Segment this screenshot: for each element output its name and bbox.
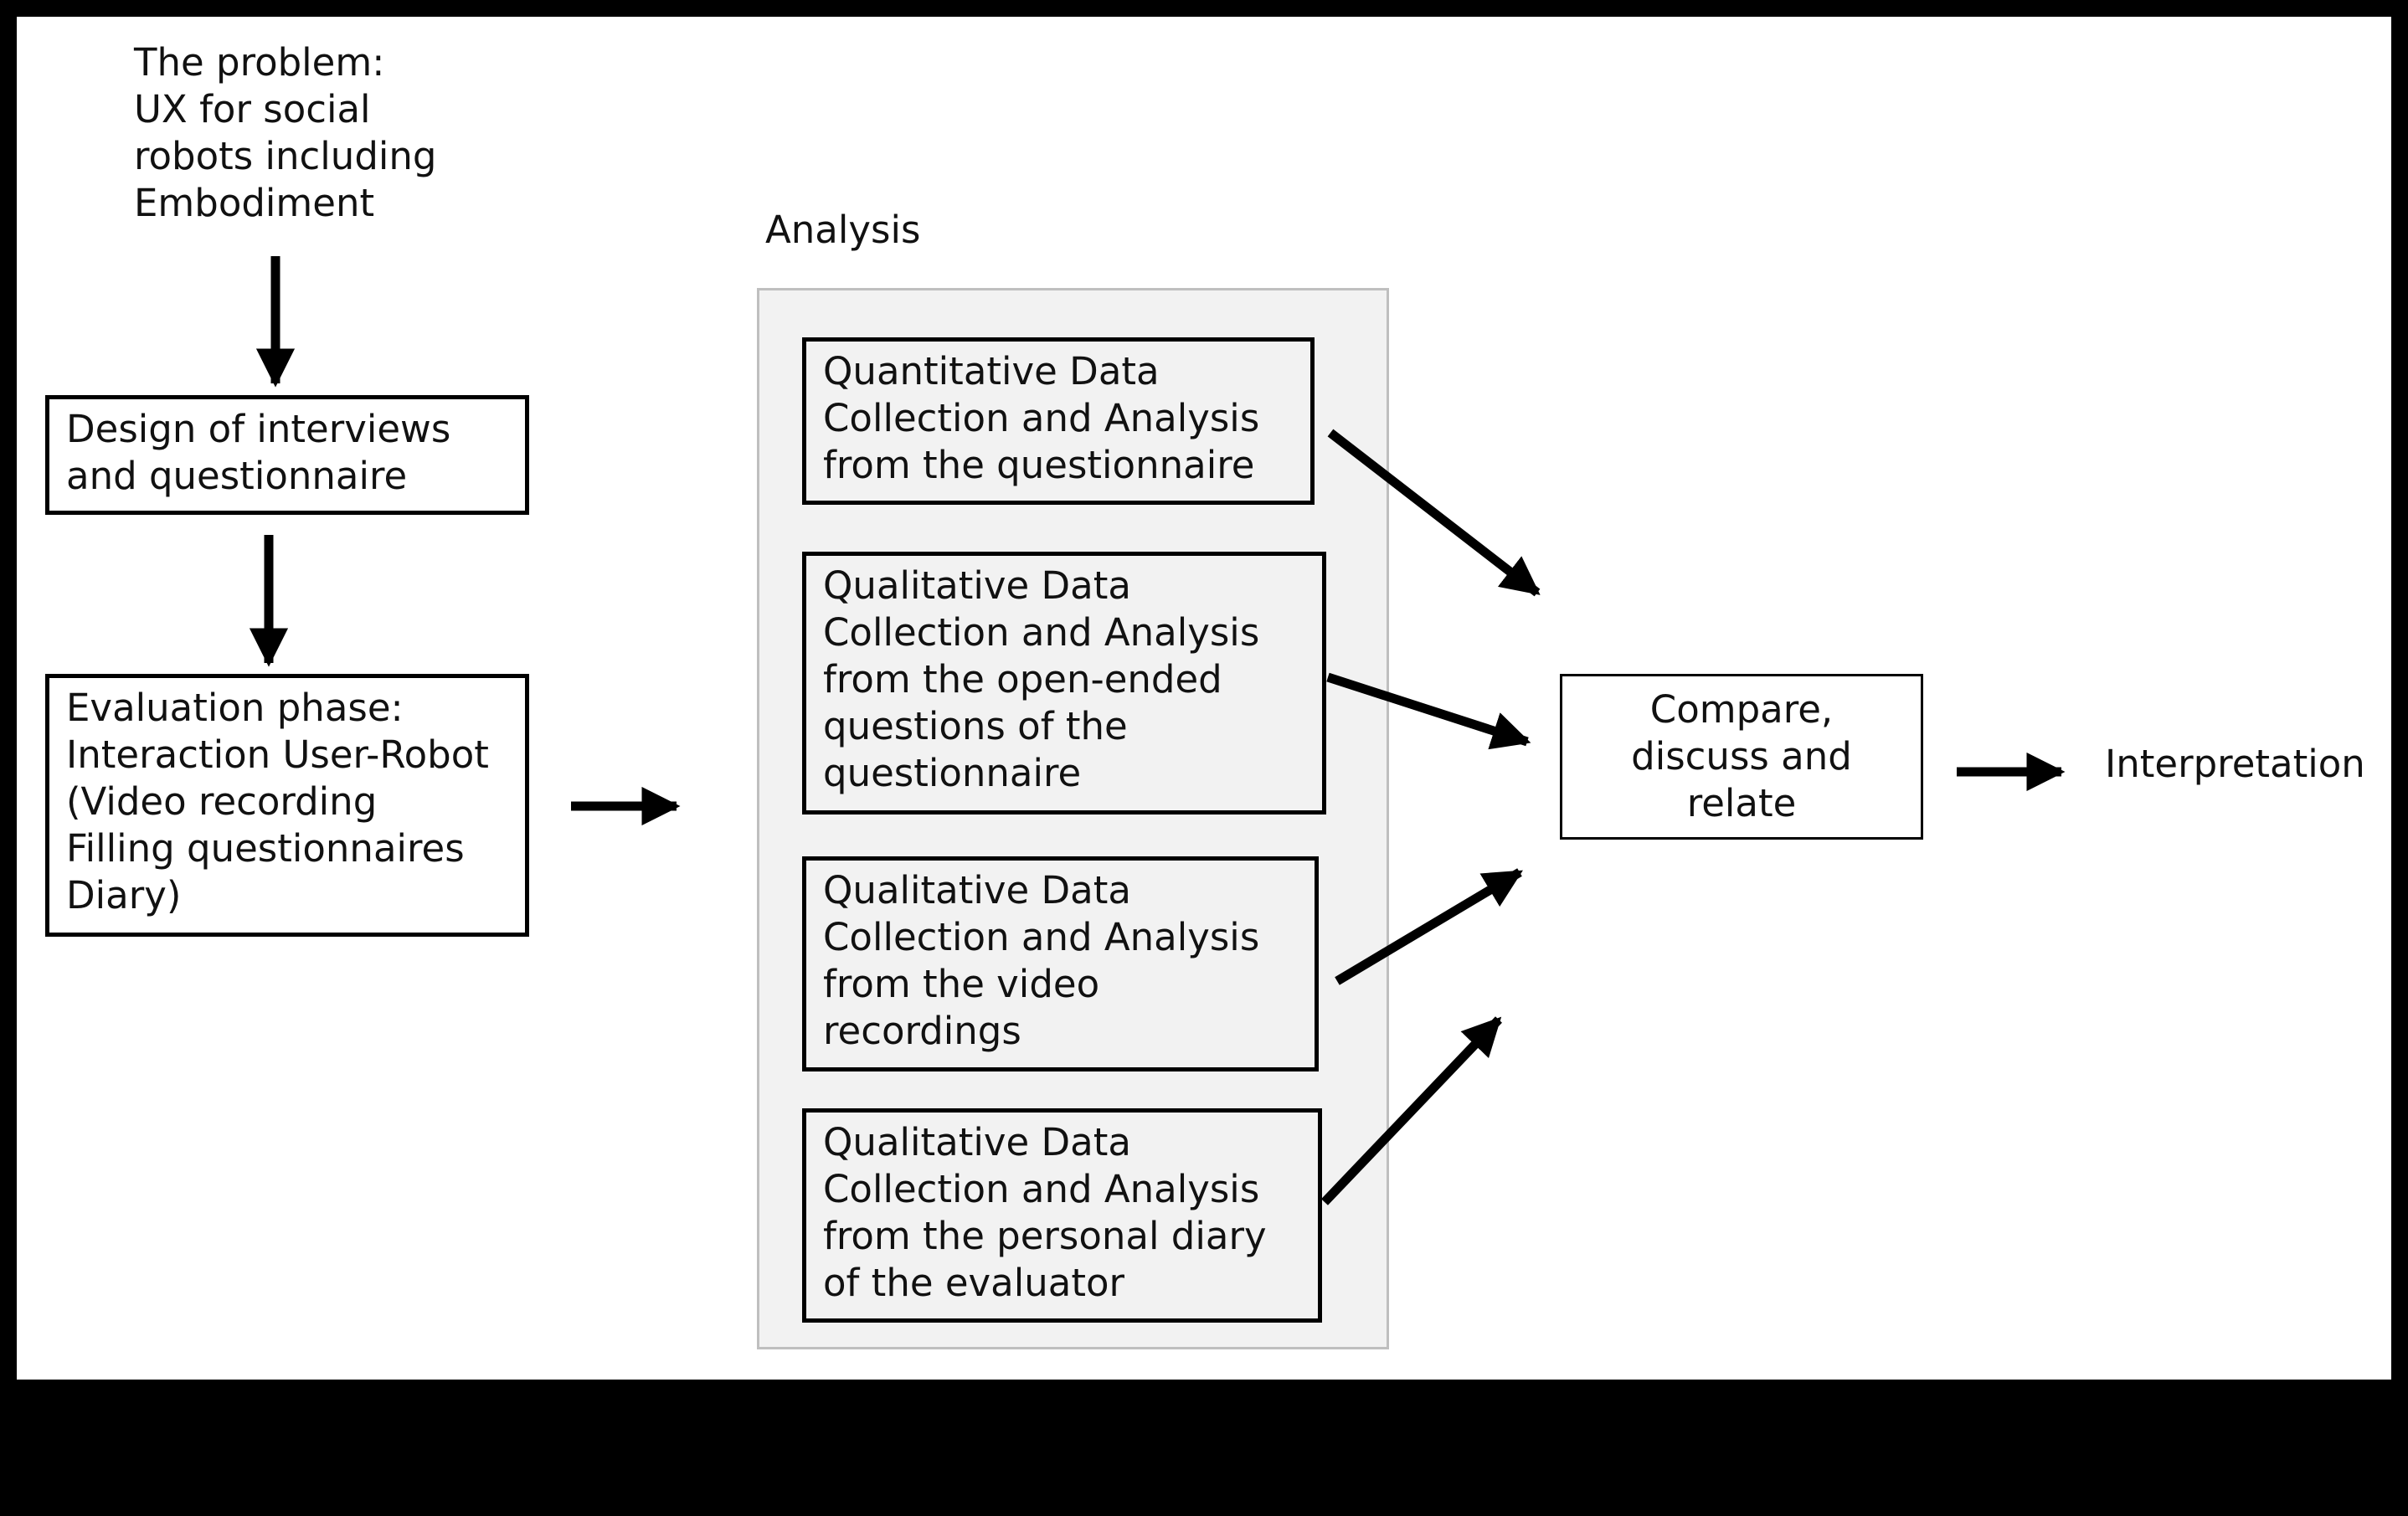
design-box: Design of interviews and questionnaire	[45, 395, 529, 515]
problem-text: The problem: UX for social robots includ…	[134, 40, 437, 225]
open-ended-analysis-box: Qualitative Data Collection and Analysis…	[802, 552, 1326, 815]
open-ended-analysis-text: Qualitative Data Collection and Analysis…	[823, 563, 1260, 795]
evaluation-text: Evaluation phase: Interaction User-Robot…	[66, 686, 489, 917]
design-text: Design of interviews and questionnaire	[66, 407, 451, 498]
video-analysis-box: Qualitative Data Collection and Analysis…	[802, 856, 1319, 1071]
interpretation-label: Interpretation	[2105, 742, 2365, 786]
quantitative-analysis-text: Quantitative Data Collection and Analysi…	[823, 349, 1260, 487]
compare-text: Compare, discuss and relate	[1631, 687, 1852, 825]
analysis-label: Analysis	[765, 208, 921, 252]
compare-box: Compare, discuss and relate	[1560, 674, 1923, 840]
quantitative-analysis-box: Quantitative Data Collection and Analysi…	[802, 337, 1315, 505]
video-analysis-text: Qualitative Data Collection and Analysis…	[823, 868, 1260, 1053]
diary-analysis-text: Qualitative Data Collection and Analysis…	[823, 1120, 1267, 1305]
evaluation-box: Evaluation phase: Interaction User-Robot…	[45, 674, 529, 937]
diary-analysis-box: Qualitative Data Collection and Analysis…	[802, 1108, 1322, 1323]
